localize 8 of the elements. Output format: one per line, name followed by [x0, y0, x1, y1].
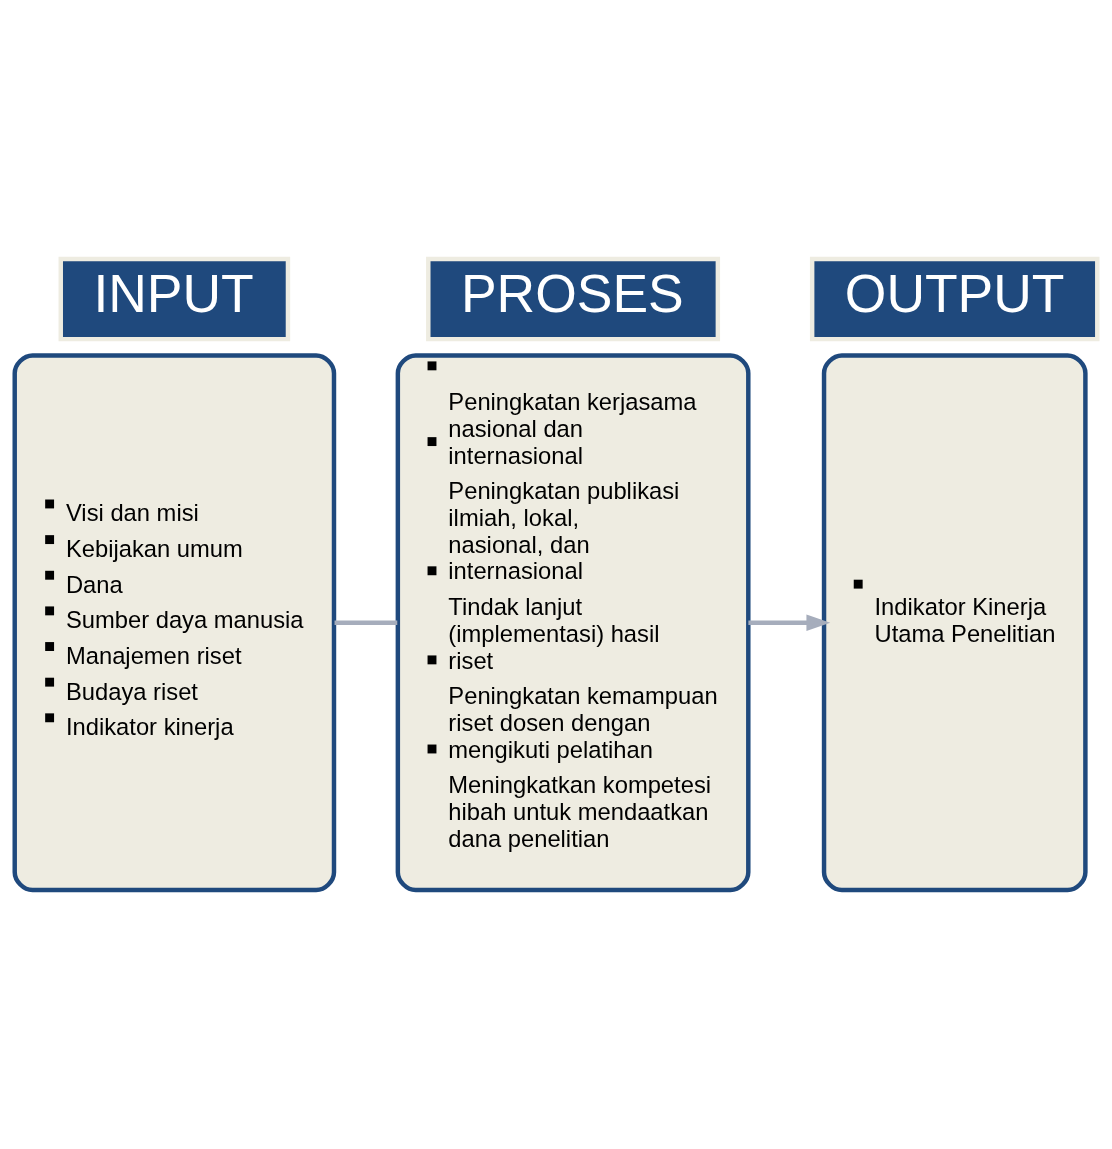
arrow — [748, 614, 831, 632]
node-box: OUTPUT — [809, 256, 1100, 342]
node-box: PROSES — [426, 256, 721, 342]
node-box: Peningkatan kerjasama nasional dan internasional Peningkatan publikasi ilmiah, lokal, nasional, dan internasional Tindak lanjut (implementasi) hasil riset Peningkatan kemampuan riset dosen dengan mengikuti pelatihan Meningkatkan kompetesi hibah untuk mendaatkan dana penelitian — [395, 353, 751, 893]
node-box: INPUT — [58, 256, 291, 342]
node-box: Indikator Kinerja Utama Penelitian — [821, 353, 1088, 893]
node-box: Visi dan misi Kebijakan umum Dana Sumber daya manusia Manajemen riset Budaya riset Indikator kinerja — [12, 353, 337, 893]
connector — [334, 620, 398, 625]
